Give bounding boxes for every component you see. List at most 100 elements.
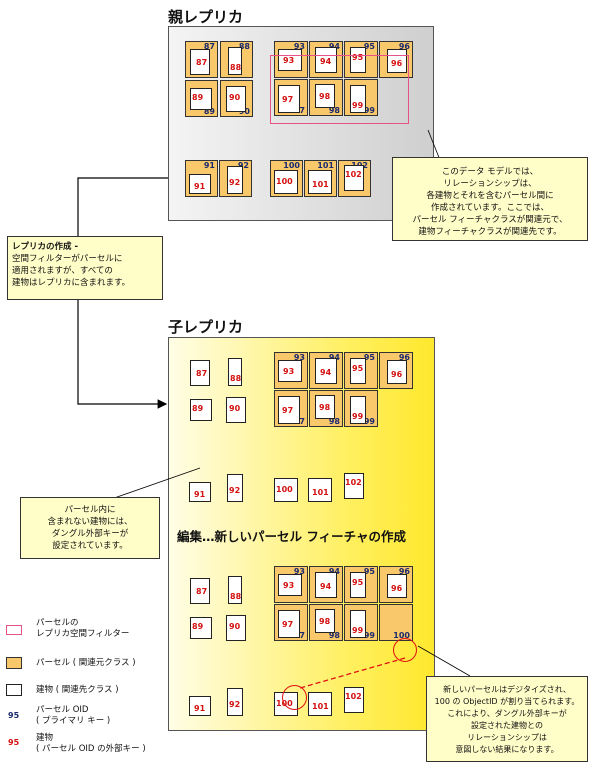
- parcel-oid-87: 87: [203, 42, 215, 51]
- building-87: [190, 578, 210, 604]
- replica-spatial-filter: [270, 55, 409, 124]
- building-94: [315, 47, 337, 73]
- building-96: [387, 360, 407, 384]
- building-99: [350, 610, 366, 638]
- building-fk-96: 96: [391, 370, 403, 379]
- building-97: [278, 610, 300, 638]
- building-99: [350, 85, 366, 113]
- building-fk-99: 99: [352, 101, 364, 110]
- building-fk-99: 99: [352, 412, 364, 421]
- parcel-oid-95: 95: [363, 567, 375, 576]
- parcel-oid-96: 96: [398, 353, 410, 362]
- legend-fk-sample: 95: [8, 738, 20, 747]
- building-98: [315, 395, 335, 419]
- building-fk-92: 92: [229, 700, 241, 709]
- parcel-oid-98: 98: [328, 106, 340, 115]
- parcel-oid-94: 94: [329, 567, 340, 576]
- building-95: [350, 572, 366, 598]
- building-94: [315, 358, 337, 384]
- parcel-96: 96: [379, 352, 413, 389]
- building-fk-97: 97: [282, 620, 294, 629]
- building-fk-100: 100: [276, 177, 293, 186]
- parcel-oid-93: 93: [293, 567, 305, 576]
- building-fk-93: 93: [283, 581, 295, 590]
- building-89: [190, 399, 212, 421]
- building-fk-94: 94: [320, 57, 332, 66]
- new-parcel-note: 新しいパーセルはデジタイズされ、100 の ObjectID が割り当てられます…: [426, 676, 588, 762]
- building-fk-90: 90: [229, 622, 241, 631]
- building-100-highlight-circle: [282, 685, 307, 710]
- building-92: [227, 166, 243, 194]
- legend-building-swatch: [6, 684, 22, 696]
- building-101: [308, 170, 332, 194]
- building-fk-92: 92: [229, 486, 241, 495]
- building-fk-96: 96: [391, 584, 403, 593]
- building-fk-96: 96: [391, 59, 403, 68]
- building-fk-98: 98: [319, 403, 331, 412]
- building-89: [190, 88, 212, 110]
- building-fk-88: 88: [230, 592, 242, 601]
- building-fk-95: 95: [352, 364, 364, 373]
- new-parcel-highlight-circle: [393, 638, 417, 662]
- building-98: [315, 609, 335, 633]
- building-fk-91: 91: [194, 490, 206, 499]
- building-fk-98: 98: [319, 617, 331, 626]
- building-fk-101: 101: [312, 180, 329, 189]
- building-fk-102: 102: [345, 478, 362, 487]
- legend-fk-label: 建物( パーセル OID の外部キー ): [36, 733, 146, 754]
- building-fk-90: 90: [229, 404, 241, 413]
- building-fk-102: 102: [345, 170, 362, 179]
- replica-creation-note: レプリカの作成 -空間フィルターがパーセルに適用されますが、すべての建物はレプリ…: [7, 236, 163, 300]
- building-fk-102: 102: [345, 692, 362, 701]
- building-fk-91: 91: [194, 182, 206, 191]
- parcel-oid-95: 95: [363, 42, 375, 51]
- building-fk-94: 94: [320, 582, 332, 591]
- parcel-oid-100: 100: [283, 161, 300, 170]
- parcel-oid-100: 100: [393, 631, 410, 640]
- building-102: [344, 687, 364, 713]
- building-90: [226, 86, 246, 112]
- building-88: [228, 47, 242, 75]
- legend-oid-sample: 95: [8, 711, 20, 720]
- legend-parcel-swatch: [6, 657, 22, 669]
- parcel-oid-96: 96: [398, 42, 410, 51]
- building-90: [226, 615, 246, 641]
- building-fk-89: 89: [192, 404, 204, 413]
- building-96: [387, 574, 407, 598]
- building-95: [350, 47, 366, 73]
- legend-parcel-label: パーセル ( 関連元クラス ): [36, 658, 136, 668]
- building-89: [190, 617, 212, 639]
- building-fk-89: 89: [192, 93, 204, 102]
- building-fk-89: 89: [192, 622, 204, 631]
- building-102: [344, 165, 364, 191]
- building-fk-94: 94: [320, 368, 332, 377]
- building-90: [226, 397, 246, 423]
- building-87: [190, 360, 210, 386]
- building-91: [189, 696, 211, 716]
- building-fk-101: 101: [312, 488, 329, 497]
- parcel-oid-91: 91: [203, 161, 215, 170]
- dangling-key-note: パーセル内に含まれない建物には、ダングル外部キーが設定されています。: [20, 497, 160, 559]
- building-fk-87: 87: [196, 369, 208, 378]
- parcel-oid-88: 88: [238, 42, 250, 51]
- building-fk-99: 99: [352, 626, 364, 635]
- parcel-oid-93: 93: [293, 353, 305, 362]
- building-fk-97: 97: [282, 95, 294, 104]
- building-88: [228, 358, 242, 386]
- parcel-oid-94: 94: [329, 353, 340, 362]
- building-fk-100: 100: [276, 485, 293, 494]
- parcel-oid-99: 99: [363, 106, 375, 115]
- building-100: [274, 478, 298, 502]
- building-102: [344, 473, 364, 499]
- parcel-oid-93: 93: [293, 42, 305, 51]
- building-fk-88: 88: [230, 63, 242, 72]
- building-fk-93: 93: [283, 367, 295, 376]
- parcel-oid-95: 95: [363, 353, 375, 362]
- dangling-relationship-line: [299, 657, 406, 689]
- building-93: [278, 574, 302, 596]
- building-91: [189, 174, 211, 194]
- parcel-oid-92: 92: [237, 161, 249, 170]
- parcel-100: 100: [379, 604, 413, 641]
- building-100: [274, 170, 298, 194]
- parcel-oid-99: 99: [363, 417, 375, 426]
